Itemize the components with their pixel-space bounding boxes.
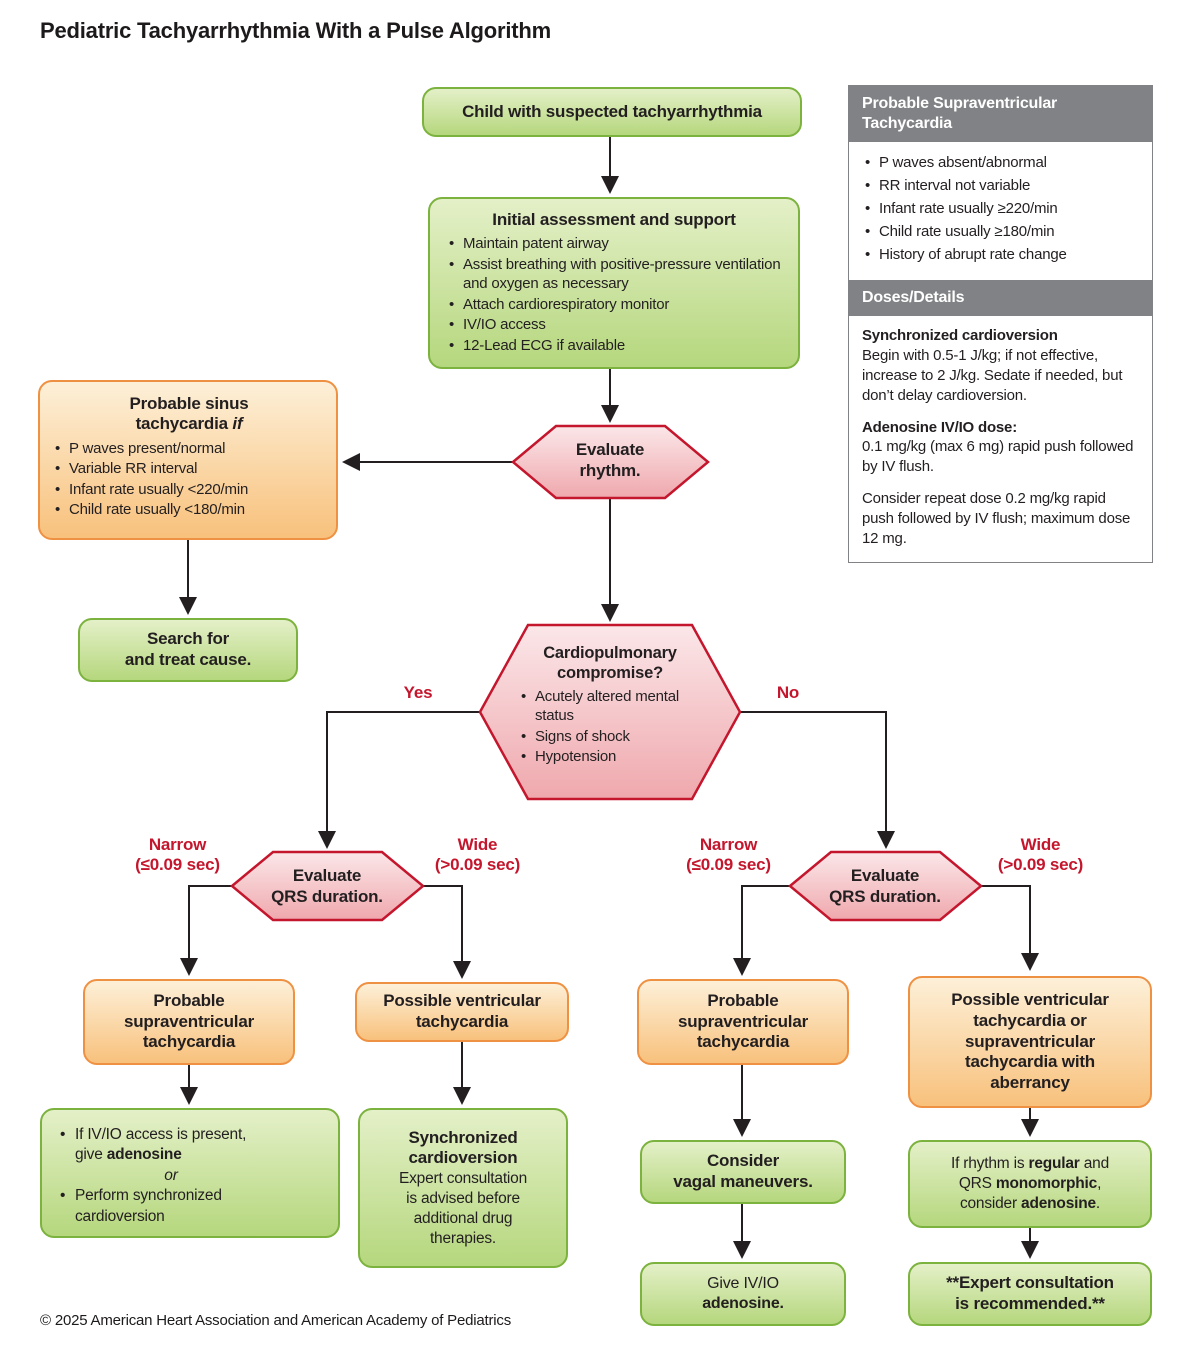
sidebar-doses-details: Synchronized cardioversion Begin with 0.… <box>849 316 1152 562</box>
dose-paragraph: 0.1 mg/kg (max 6 mg) rapid push followed… <box>862 438 1134 475</box>
connector-qrsright-narrow <box>733 885 790 976</box>
branch-label-wide-right: Wide(>0.09 sec) <box>997 835 1084 875</box>
bullet-item: 12-Lead ECG if available <box>446 336 782 356</box>
dose-paragraph: Consider repeat dose 0.2 mg/kg rapid pus… <box>862 489 1131 547</box>
node-adenosine-or-cardioversion: If IV/IO access is present,give adenosin… <box>40 1108 340 1238</box>
dose-section-cardioversion: Synchronized cardioversion Begin with 0.… <box>862 326 1139 405</box>
branch-label-no: No <box>776 683 800 702</box>
bullet-item: Signs of shock <box>518 727 702 747</box>
bullet-item: Variable RR interval <box>52 459 326 479</box>
evaluate-qrs-left-hexagon <box>230 850 425 922</box>
copyright-note: © 2025 American Heart Association and Am… <box>40 1312 512 1329</box>
bullet-item: P waves absent/abnormal <box>862 152 1139 174</box>
bullet-item: Child rate usually ≥180/min <box>862 221 1139 243</box>
bullet-item: Child rate usually <180/min <box>52 500 326 520</box>
bullet-item: Infant rate usually ≥220/min <box>862 198 1139 220</box>
connector-compromise-yes <box>318 711 480 849</box>
node-title: Initial assessment and support <box>492 210 736 229</box>
bullet-item: IV/IO access <box>446 315 782 335</box>
connector-qrsright-wide <box>978 885 1039 971</box>
bullet-list: P waves absent/abnormalRR interval not v… <box>862 152 1139 266</box>
dose-section-adenosine: Adenosine IV/IO dose: 0.1 mg/kg (max 6 m… <box>862 418 1139 549</box>
page-title: Pediatric Tachyarrhythmia With a Pulse A… <box>40 18 551 43</box>
branch-label-wide-left: Wide(>0.09 sec) <box>434 835 521 875</box>
evaluate-rhythm-hexagon <box>511 424 710 500</box>
node-label: Child with suspected tachyarrhythmia <box>462 101 762 121</box>
dose-heading: Synchronized cardioversion <box>862 327 1058 345</box>
branch-label-narrow-left: Narrow(≤0.09 sec) <box>135 835 220 875</box>
bullet-list: Acutely altered mental statusSigns of sh… <box>518 687 702 767</box>
evaluate-qrs-right-hexagon <box>788 850 983 922</box>
connector-compromise-no <box>740 711 895 849</box>
bullet-item: Acutely altered mental status <box>518 687 702 726</box>
node-initial-assessment: Initial assessment and support Maintain … <box>428 197 800 369</box>
or-separator: or <box>164 1166 178 1184</box>
connector-qrsleft-wide <box>423 885 471 979</box>
bullet-list: Maintain patent airwayAssist breathing w… <box>446 234 782 355</box>
connector-qrsleft-narrow <box>180 885 232 976</box>
bullet-list: P waves present/normalVariable RR interv… <box>52 439 326 520</box>
node-child-suspected-tachyarrhythmia: Child with suspected tachyarrhythmia <box>422 87 802 137</box>
sidebar-panel: Probable Supraventricular Tachycardia P … <box>848 85 1153 563</box>
branch-label-narrow-right: Narrow(≤0.09 sec) <box>686 835 771 875</box>
sidebar-svt-criteria: P waves absent/abnormalRR interval not v… <box>849 142 1152 280</box>
branch-label-yes: Yes <box>403 683 433 702</box>
sidebar-header-doses: Doses/Details <box>849 280 1152 317</box>
bullet-item: Assist breathing with positive-pressure … <box>446 255 782 294</box>
sidebar-header-svt: Probable Supraventricular Tachycardia <box>849 86 1152 142</box>
dose-paragraph: Begin with 0.5-1 J/kg; if not effective,… <box>862 346 1123 404</box>
bullet-item: Maintain patent airway <box>446 234 782 254</box>
bullet-item: RR interval not variable <box>862 175 1139 197</box>
bullet-item: Attach cardiorespiratory monitor <box>446 295 782 315</box>
bullet-item: Hypotension <box>518 747 702 767</box>
bullet-item: Infant rate usually <220/min <box>52 480 326 500</box>
bullet-item: If IV/IO access is present,give adenosin… <box>56 1125 326 1166</box>
bullet-item: History of abrupt rate change <box>862 244 1139 266</box>
bullet-item: P waves present/normal <box>52 439 326 459</box>
dose-heading: Adenosine IV/IO dose: <box>862 418 1017 436</box>
